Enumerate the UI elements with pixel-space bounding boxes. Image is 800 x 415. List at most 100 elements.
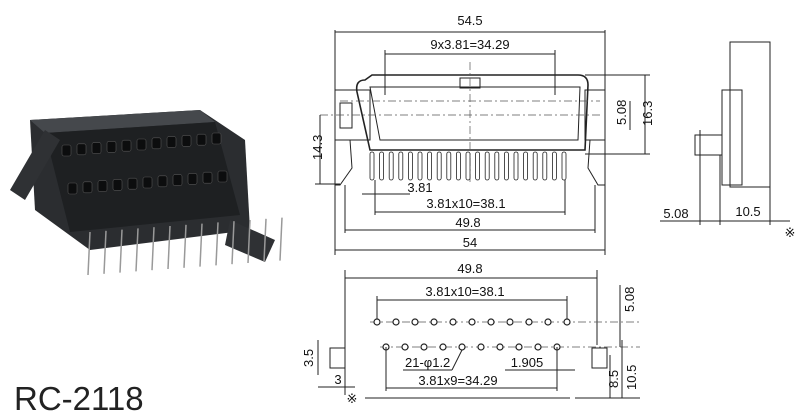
socket-hole [187, 173, 198, 185]
pin [523, 151, 528, 181]
photo-pin [199, 223, 203, 267]
dim-bottom-pitch: 3.81x10=38.1 [426, 196, 505, 211]
pin [388, 151, 394, 181]
hole [420, 343, 428, 351]
photo-pin [215, 222, 219, 266]
photo-pin [135, 228, 139, 272]
socket-hole [211, 132, 222, 145]
socket-hole [151, 137, 162, 150]
photo-pin [231, 221, 235, 265]
photo-pin [167, 225, 171, 270]
hole [515, 343, 523, 351]
hole [487, 318, 495, 326]
fp-reference-mark: ※ [347, 391, 358, 406]
hole [430, 318, 438, 326]
hole [411, 318, 419, 326]
pin [417, 151, 423, 181]
hole [468, 318, 476, 326]
side-view: 5.08 10.5 ※ [660, 41, 796, 240]
socket-hole [67, 182, 78, 195]
photo-pin [279, 217, 283, 261]
dim-pitch: 3.81 [407, 180, 432, 195]
dim-row-spacing: 5.08 [614, 100, 629, 125]
socket-hole [217, 170, 228, 183]
hole [496, 343, 504, 351]
pin [484, 151, 490, 181]
pin [398, 151, 404, 181]
hole [449, 318, 457, 326]
pin [532, 151, 538, 181]
fp-dim-edge-1: 8.5 [606, 370, 621, 388]
pin [379, 151, 385, 181]
photo-pin [247, 219, 251, 264]
hole [544, 318, 552, 326]
fp-hole-spec: 21-φ1.2 [405, 355, 450, 370]
socket-hole [202, 171, 213, 184]
pin [475, 151, 481, 181]
photo-pin [151, 227, 155, 271]
socket-hole [121, 139, 132, 152]
hole [534, 343, 542, 351]
socket-hole [82, 181, 93, 194]
fp-dim-row1-pitch: 3.81x10=38.1 [425, 284, 504, 299]
pin [407, 151, 413, 181]
socket-hole [196, 133, 207, 146]
photo-pin [119, 229, 123, 273]
socket-hole [127, 177, 138, 190]
socket-hole [157, 175, 168, 188]
pin [436, 151, 442, 181]
pin [427, 151, 433, 181]
pin [465, 151, 471, 181]
socket-hole [166, 136, 177, 148]
side-reference-mark: ※ [785, 225, 796, 240]
hole [373, 318, 381, 326]
hole [439, 343, 447, 351]
pin [542, 151, 548, 181]
fp-dim-row-spacing: 5.08 [622, 287, 637, 312]
socket-hole [142, 176, 153, 189]
fp-dim-stagger: 1.905 [511, 355, 544, 370]
dim-top-pitch: 9x3.81=34.29 [430, 37, 509, 52]
dim-base-width: 54 [463, 235, 477, 250]
photo-pin [183, 224, 187, 268]
pin [561, 151, 567, 181]
socket-hole [76, 143, 87, 156]
pin [446, 151, 452, 181]
front-view: 54.5 9x3.81=34.29 5.08 16.3 14.3 3.81 3.… [310, 13, 655, 255]
socket-hole [172, 174, 183, 186]
hole [392, 318, 400, 326]
hole [563, 318, 571, 326]
fp-dim-mount-width: 49.8 [457, 261, 482, 276]
socket-hole [181, 135, 192, 147]
hole [506, 318, 514, 326]
dim-height: 16.3 [640, 101, 655, 126]
fp-dim-peg-height: 3.5 [301, 349, 316, 367]
footprint-view: 49.8 3.81x10=38.1 3.5 3 21-φ1.2 1.905 3.… [301, 261, 640, 406]
dim-pin-height: 14.3 [310, 135, 325, 160]
pin [455, 151, 461, 181]
photo-pin [263, 218, 267, 262]
model-title: RC-2118 [14, 380, 144, 415]
hole [477, 343, 485, 351]
side-dim-depth: 10.5 [735, 204, 760, 219]
fp-dim-peg-width: 3 [334, 372, 341, 387]
hole [525, 318, 533, 326]
connector-photo [10, 110, 283, 276]
fp-dim-row2-pitch: 3.81x9=34.29 [418, 373, 497, 388]
socket-hole [91, 142, 102, 154]
photo-pin [87, 231, 91, 276]
socket-hole [106, 141, 117, 153]
photo-pin [103, 230, 107, 274]
pin [369, 151, 375, 181]
hole [458, 343, 466, 351]
hole [401, 343, 409, 351]
socket-hole [112, 179, 123, 191]
pin [503, 151, 509, 181]
fp-dim-edge-2: 10.5 [624, 365, 639, 390]
side-dim-offset: 5.08 [663, 206, 688, 221]
socket-hole [136, 138, 147, 151]
pin [552, 151, 557, 181]
socket-hole [97, 180, 108, 192]
pin [513, 151, 519, 181]
